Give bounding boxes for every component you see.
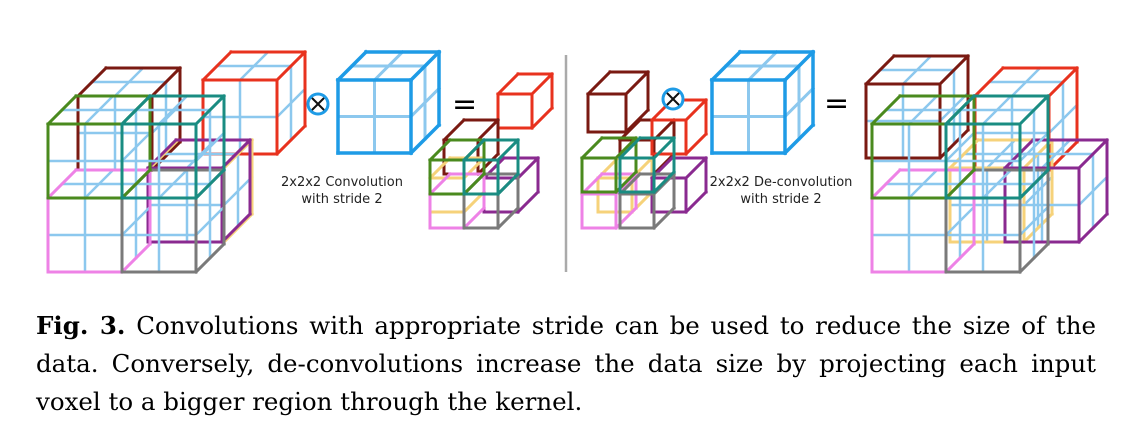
equals-sign-deconv: = [824,86,849,121]
caption-text: Convolutions with appropriate stride can… [36,311,1097,416]
deconvolution-label-line1: 2x2x2 De-convolution [710,175,853,190]
output-voxel-teal [461,137,521,197]
figure-caption: Fig. 3. Convolutions with appropriate st… [36,307,1096,421]
deconv-input-voxel [585,69,651,135]
output-voxel-maroon [441,117,501,177]
convolution-label-line1: 2x2x2 Convolution [281,175,403,190]
caption-label: Fig. 3. [36,311,126,340]
deconv-input-teal [617,135,677,195]
output-voxel-purple [481,155,541,215]
deconv-output-maroon [863,53,971,161]
convolution-figure: = = 2x2x2 Convolution with stride 2 2x2x… [45,49,1110,275]
input-block-pink [45,167,153,275]
deconvolution-label-line2: with stride 2 [740,192,821,207]
deconv-output-green [869,93,977,201]
input-block-gray [119,167,227,275]
equals-sign: = [452,87,477,122]
convolution-label-line2: with stride 2 [301,192,382,207]
output-voxel-red [495,71,555,131]
convolve-operator-icon [306,92,330,116]
convolution-kernel [335,49,442,156]
deconv-output-gold [947,137,1055,245]
input-block-teal [119,93,227,201]
cube-diagram [45,49,1110,275]
deconv-output-purple [1002,137,1110,245]
convolve-operator-icon-deconv [661,87,685,111]
deconv-output-teal [943,93,1051,201]
deconvolution-kernel [709,49,816,156]
